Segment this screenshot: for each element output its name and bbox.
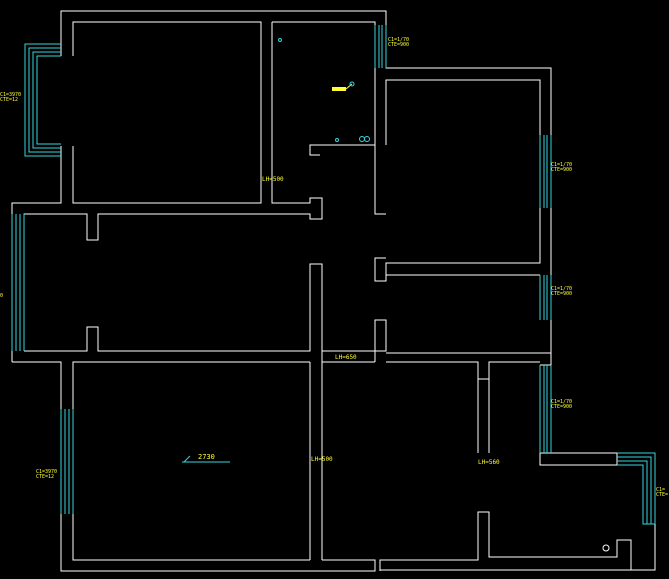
- window-label: C1=: [656, 487, 665, 493]
- window-label: C1=1/70: [551, 399, 572, 405]
- lh-right-label: LH=560: [478, 459, 500, 466]
- fixture-dot: [335, 138, 339, 142]
- lh-mid-label: LH=650: [335, 354, 357, 361]
- fixture-dot: [359, 136, 365, 142]
- window-label: CTE=: [656, 492, 668, 498]
- window-label: CTE=12: [36, 474, 54, 480]
- fixture-dot: [349, 81, 355, 87]
- window-label: C1=3970: [36, 469, 57, 475]
- window-label: C1=1/70: [388, 37, 409, 43]
- window-label: C1=3970: [0, 92, 21, 98]
- drain-circle: [602, 544, 610, 552]
- window-label: CTE=900: [551, 404, 572, 410]
- window-label: C1=1/70: [551, 162, 572, 168]
- lh-center-label: LH=500: [311, 456, 333, 463]
- window-label: CTE=900: [551, 167, 572, 173]
- fixture-dot: [364, 136, 370, 142]
- fixture-marker: [332, 87, 346, 91]
- lh-top-label: LH=500: [262, 176, 284, 183]
- window-label: CTE=900: [388, 42, 409, 48]
- fixtures: [182, 38, 610, 552]
- window-label: C1=1/70: [551, 286, 572, 292]
- window-label: CTE=12: [0, 97, 18, 103]
- dimension-label: 2730: [198, 453, 215, 461]
- window-label: CTE=900: [551, 291, 572, 297]
- fixture-dot: [278, 38, 282, 42]
- labels: LH=500 LH=650 LH=500 LH=560 2730 C1=1/70…: [0, 37, 668, 498]
- window-label: 0: [0, 293, 3, 299]
- outer-walls: [11, 10, 656, 572]
- windows: [11, 25, 656, 525]
